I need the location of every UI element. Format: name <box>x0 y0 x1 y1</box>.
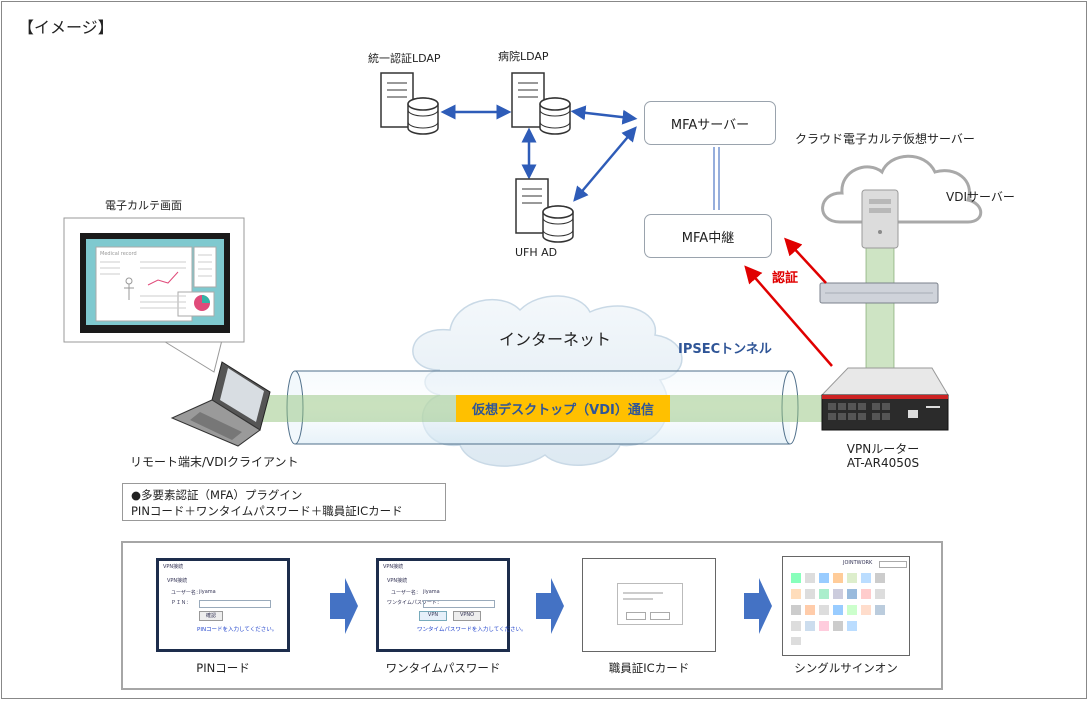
sso-screen: JOINTWORK <box>782 556 910 656</box>
ic-card-dialog <box>617 583 683 625</box>
vpn-router-icon <box>820 367 949 431</box>
sso-search-input[interactable] <box>879 561 907 568</box>
cloud-vdi-title: クラウド電子カルテ仮想サーバー <box>795 132 975 146</box>
otp-screen: VPN接続 VPN接続 ユーザー名： jiyama ワンタイムパスワード： VP… <box>376 558 527 652</box>
pin-user-value: jiyama <box>199 589 216 595</box>
mfa-server-box: MFAサーバー <box>644 101 776 145</box>
otp-window-title: VPN接続 <box>383 564 404 570</box>
router-name: VPNルーター <box>846 442 920 456</box>
otp-user-label: ユーザー名： <box>391 590 421 596</box>
sso-app-grid <box>791 573 885 645</box>
mfa-relay-box: MFA中継 <box>644 214 772 258</box>
step-otp-label: ワンタイムパスワード <box>385 661 501 675</box>
ic-card-ok-button[interactable] <box>626 612 646 620</box>
client-label: リモート端末/VDIクライアント <box>130 455 299 469</box>
otp-heading: VPN接続 <box>387 578 408 584</box>
ufh-ad-label: UFH AD <box>515 246 558 259</box>
medical-record-window-title: Medical record <box>100 251 137 257</box>
otp-user-value: jiyama <box>423 589 440 595</box>
ldap-hospital-server-icon <box>511 72 571 135</box>
flow-arrows <box>330 578 772 634</box>
internet-label: インターネット <box>499 330 612 349</box>
mfa-link <box>713 147 720 210</box>
pin-code-screen: VPN接続 VPN接続 ユーザー名： jiyama ＰＩＮ： 確認 PINコード… <box>156 558 290 652</box>
pin-confirm-button[interactable]: 確認 <box>199 611 223 621</box>
ic-card-screen <box>582 558 716 652</box>
router-model: AT-AR4050S <box>846 456 920 470</box>
plugin-line2: PINコード＋ワンタイムパスワード＋職員証ICカード <box>131 504 403 518</box>
otp-button-1[interactable]: VPN <box>419 611 447 621</box>
step-sso-label: シングルサインオン <box>794 661 898 675</box>
firewall-appliance-icon <box>819 282 939 304</box>
otp-input[interactable] <box>423 600 495 608</box>
pin-window-title: VPN接続 <box>163 564 184 570</box>
medical-record-screen-icon <box>63 217 245 373</box>
laptop-icon <box>170 361 271 447</box>
plugin-line1: ●多要素認証（MFA）プラグイン <box>131 488 303 502</box>
ipsec-label: IPSECトンネル <box>678 342 772 357</box>
step-pin-label: PINコード <box>196 661 250 675</box>
connection-arrows <box>440 104 638 202</box>
auth-arrow-1 <box>744 265 833 367</box>
pin-user-label: ユーザー名： <box>171 590 201 596</box>
pin-heading: VPN接続 <box>167 578 188 584</box>
auth-label: 認証 <box>772 271 799 286</box>
auth-flow-panel <box>121 541 943 690</box>
auth-arrow-2 <box>784 237 827 284</box>
vdi-server-label: VDIサーバー <box>946 190 1015 204</box>
pin-message: PINコードを入力してください。 <box>197 627 278 633</box>
plugin-info-box: ●多要素認証（MFA）プラグイン PINコード＋ワンタイムパスワード＋職員証IC… <box>122 483 446 521</box>
pin-label: ＰＩＮ： <box>171 600 192 606</box>
ic-card-cancel-button[interactable] <box>650 612 670 620</box>
ldap-unified-server-icon <box>380 72 439 135</box>
step-ic-label: 職員証ICカード <box>608 661 690 675</box>
pin-input[interactable] <box>199 600 271 608</box>
ldap-unified-label: 統一認証LDAP <box>368 52 441 65</box>
vdi-traffic-label: 仮想デスクトップ（VDI）通信 <box>456 395 670 422</box>
otp-button-2[interactable]: VPNO <box>453 611 481 621</box>
vdi-server-icon <box>861 189 899 249</box>
ufh-ad-server-icon <box>515 178 574 243</box>
sso-header: JOINTWORK <box>843 560 873 566</box>
diagram-title: 【イメージ】 <box>18 18 114 37</box>
screen-caption: 電子カルテ画面 <box>105 199 182 212</box>
otp-message: ワンタイムパスワードを入力してください。 <box>417 627 527 633</box>
otp-label: ワンタイムパスワード： <box>387 600 442 606</box>
app-tile-icons <box>791 573 885 645</box>
ldap-hospital-label: 病院LDAP <box>498 50 549 63</box>
